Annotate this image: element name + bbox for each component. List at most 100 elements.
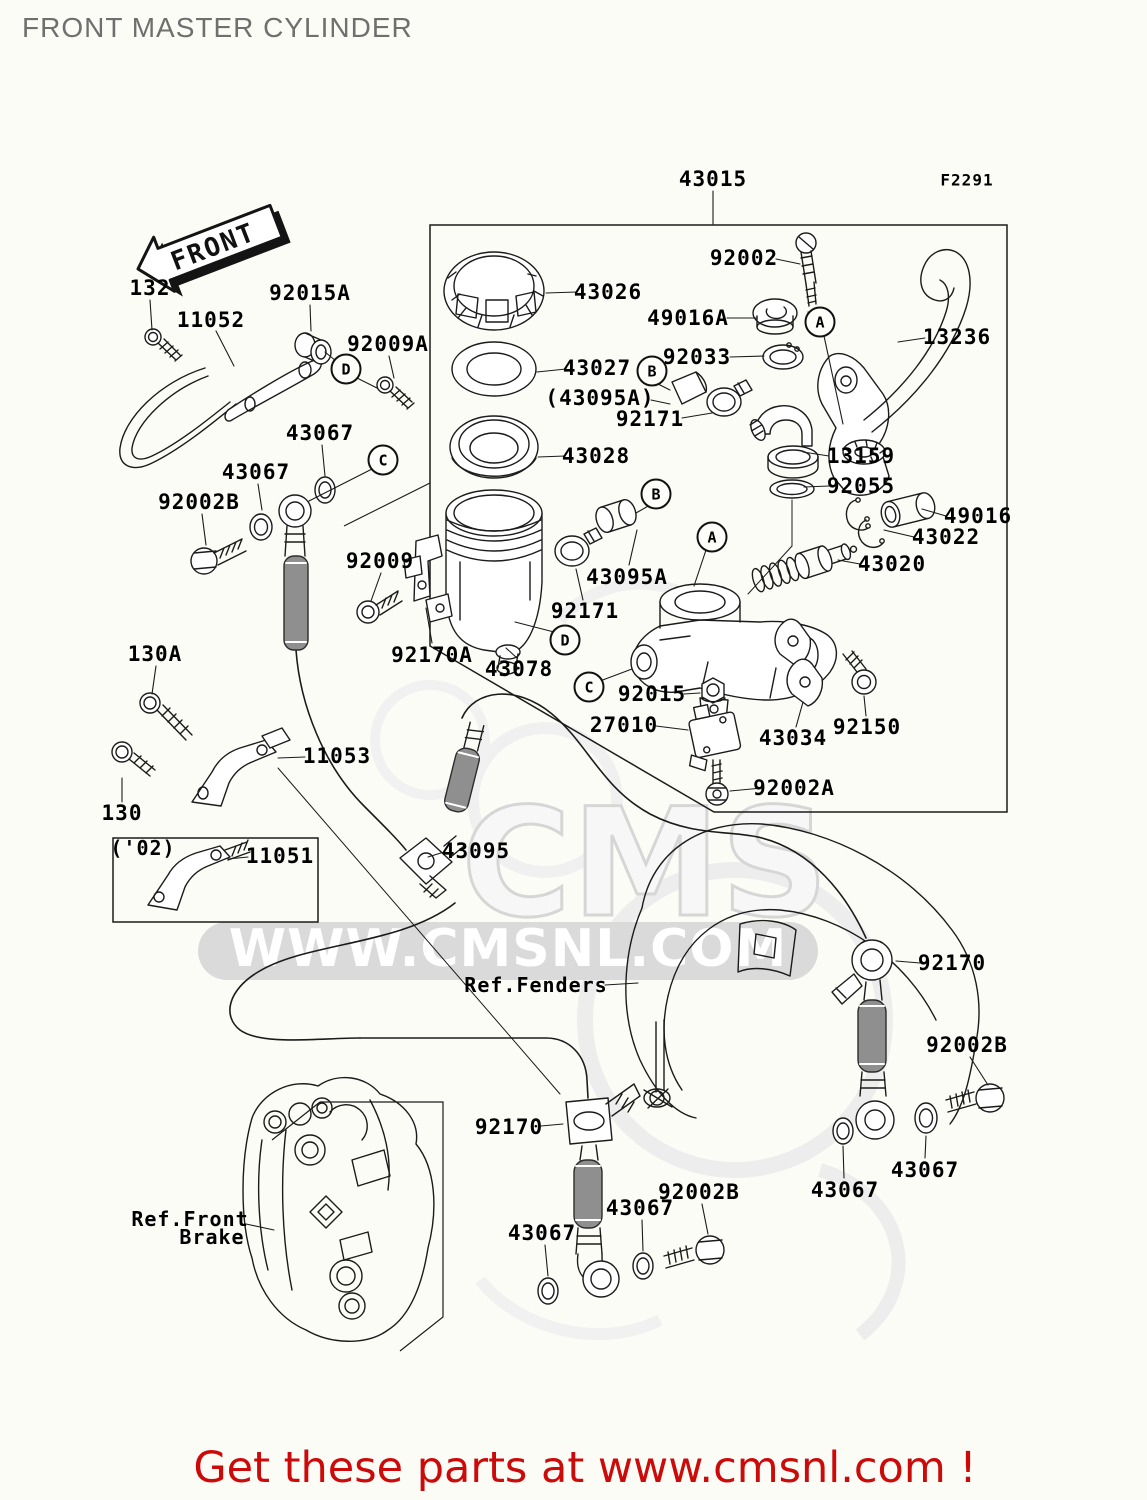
switch-27010-drawing [688,703,742,772]
part-label-92009A[interactable]: 92009A [347,332,429,356]
part-label-43067-a[interactable]: 43067 [285,421,355,445]
ref-front-brake-line1: Ref.Front [131,1207,249,1231]
footer-banner[interactable]: Get these parts at www.cmsnl.com ! [193,1443,977,1493]
boot-43095A-drawing [595,498,637,534]
group-boxes [112,224,1008,1352]
part-label-11053[interactable]: 11053 [302,744,372,768]
caliper-drawing [242,1076,435,1342]
washer-43067-d-drawing [632,1252,654,1280]
part-label-132[interactable]: 132 [129,276,171,300]
part-label-92002[interactable]: 92002 [709,246,779,270]
part-label-11052[interactable]: 11052 [176,308,246,332]
washer-43067-f-drawing [914,1102,938,1134]
callout-b-2: B [640,478,672,510]
bolt-92002B-b-drawing [663,1235,725,1269]
bolt-92002-drawing [795,232,817,307]
watermark-url-text: WWW.CMSNL.COM [229,919,787,979]
part-label-43067-b[interactable]: 43067 [221,460,291,484]
part-label-92170-right[interactable]: 92170 [917,951,987,975]
washer-43067-e-drawing [832,1117,854,1145]
callout-a-1: A [804,306,836,338]
upper-banjo-drawing [278,494,312,651]
oring-92055-drawing [769,479,815,499]
joint-43095-drawing [399,721,485,899]
callout-b-1: B [636,355,668,387]
ring-92033-drawing [762,342,804,370]
bolt-92009A-drawing [376,376,415,410]
pin-132-drawing [144,328,183,362]
piston-43020-drawing [751,543,858,593]
part-label-11051[interactable]: 11051 [245,844,315,868]
bolt-92009-drawing [356,590,403,624]
part-label-92171-bottom[interactable]: 92171 [550,599,620,623]
part-label-92002B-r[interactable]: 92002B [926,1033,1008,1057]
page-title: FRONT MASTER CYLINDER [22,12,413,43]
part-label-49016A[interactable]: 49016A [647,306,729,330]
part-label-43067-c[interactable]: 43067 [507,1221,577,1245]
boot-alt-drawing [671,371,708,405]
part-label-92055[interactable]: 92055 [826,474,896,498]
parts-art: FRONT [111,203,1005,1305]
callout-c-2: C [573,671,605,703]
part-label-27010[interactable]: 27010 [589,713,659,737]
elbow-13159-drawing [749,405,819,479]
bolt-130-drawing [111,741,156,777]
part-label-92009[interactable]: 92009 [345,549,415,573]
callout-a-2: A [696,521,728,553]
part-label-43015[interactable]: 43015 [678,167,748,191]
part-label-130A[interactable]: 130A [127,642,183,666]
part-label-43020[interactable]: 43020 [857,552,927,576]
reservoir-43078-drawing [445,489,543,675]
diagram-code: F2291 [940,170,994,190]
circlip-43022-drawing [845,497,885,549]
clamp-92171-bottom-drawing [554,527,603,567]
part-label-92015A[interactable]: 92015A [269,281,351,305]
cap-43026-drawing [443,251,545,331]
banjo-92170-right-drawing [831,939,895,1140]
part-label-49016[interactable]: 49016 [943,504,1013,528]
part-label-92150[interactable]: 92150 [832,715,902,739]
nut-92015-drawing [700,677,726,704]
part-label-92170-bottom[interactable]: 92170 [474,1115,544,1139]
part-label-13236[interactable]: 13236 [922,325,992,349]
cup-49016A-drawing [752,298,798,335]
part-label-43026[interactable]: 43026 [573,280,643,304]
part-label-43095A[interactable]: 43095A [586,565,668,589]
bracket-11051-drawing [147,839,251,911]
part-label-43078[interactable]: 43078 [484,657,554,681]
lever-13236-drawing [863,248,971,433]
part-label-43028[interactable]: 43028 [561,444,631,468]
washer-43067-a-drawing [314,476,336,504]
callout-d-2: D [549,624,581,656]
part-label-92033[interactable]: 92033 [662,345,732,369]
part-label-43095A-paren[interactable]: (43095A) [545,386,655,410]
part-label-130[interactable]: 130 [101,801,143,825]
part-label-92002A[interactable]: 92002A [753,776,835,800]
part-label-43095[interactable]: 43095 [441,839,511,863]
part-label-43067-e[interactable]: 43067 [810,1178,880,1202]
part-label-92002B-b[interactable]: 92002B [658,1180,740,1204]
callout-c-1: C [367,444,399,476]
clamp-43034-drawing [774,618,824,707]
part-label-13159[interactable]: 13159 [826,444,896,468]
bolt-92002B-a-drawing [190,538,247,575]
part-label-43067-d[interactable]: 43067 [605,1196,675,1220]
part-label-92171-top[interactable]: 92171 [615,407,685,431]
plate-43027-drawing [451,341,537,397]
bolt-92002A-drawing [705,759,729,806]
part-label-43034[interactable]: 43034 [758,726,828,750]
bolt-92002B-r-drawing [945,1083,1005,1113]
part-label-43067-f[interactable]: 43067 [890,1158,960,1182]
part-label-92015[interactable]: 92015 [617,682,687,706]
part-label-43022[interactable]: 43022 [911,525,981,549]
washer-43067-c-drawing [537,1277,559,1305]
leader-lines [121,190,989,1277]
diaphragm-43028-drawing [449,415,539,479]
part-label-92002B-a[interactable]: 92002B [158,490,240,514]
year-note: ('02) [110,836,176,860]
part-label-92170A[interactable]: 92170A [391,643,473,667]
cup-49016-drawing [880,492,936,528]
part-label-43027[interactable]: 43027 [562,356,632,380]
